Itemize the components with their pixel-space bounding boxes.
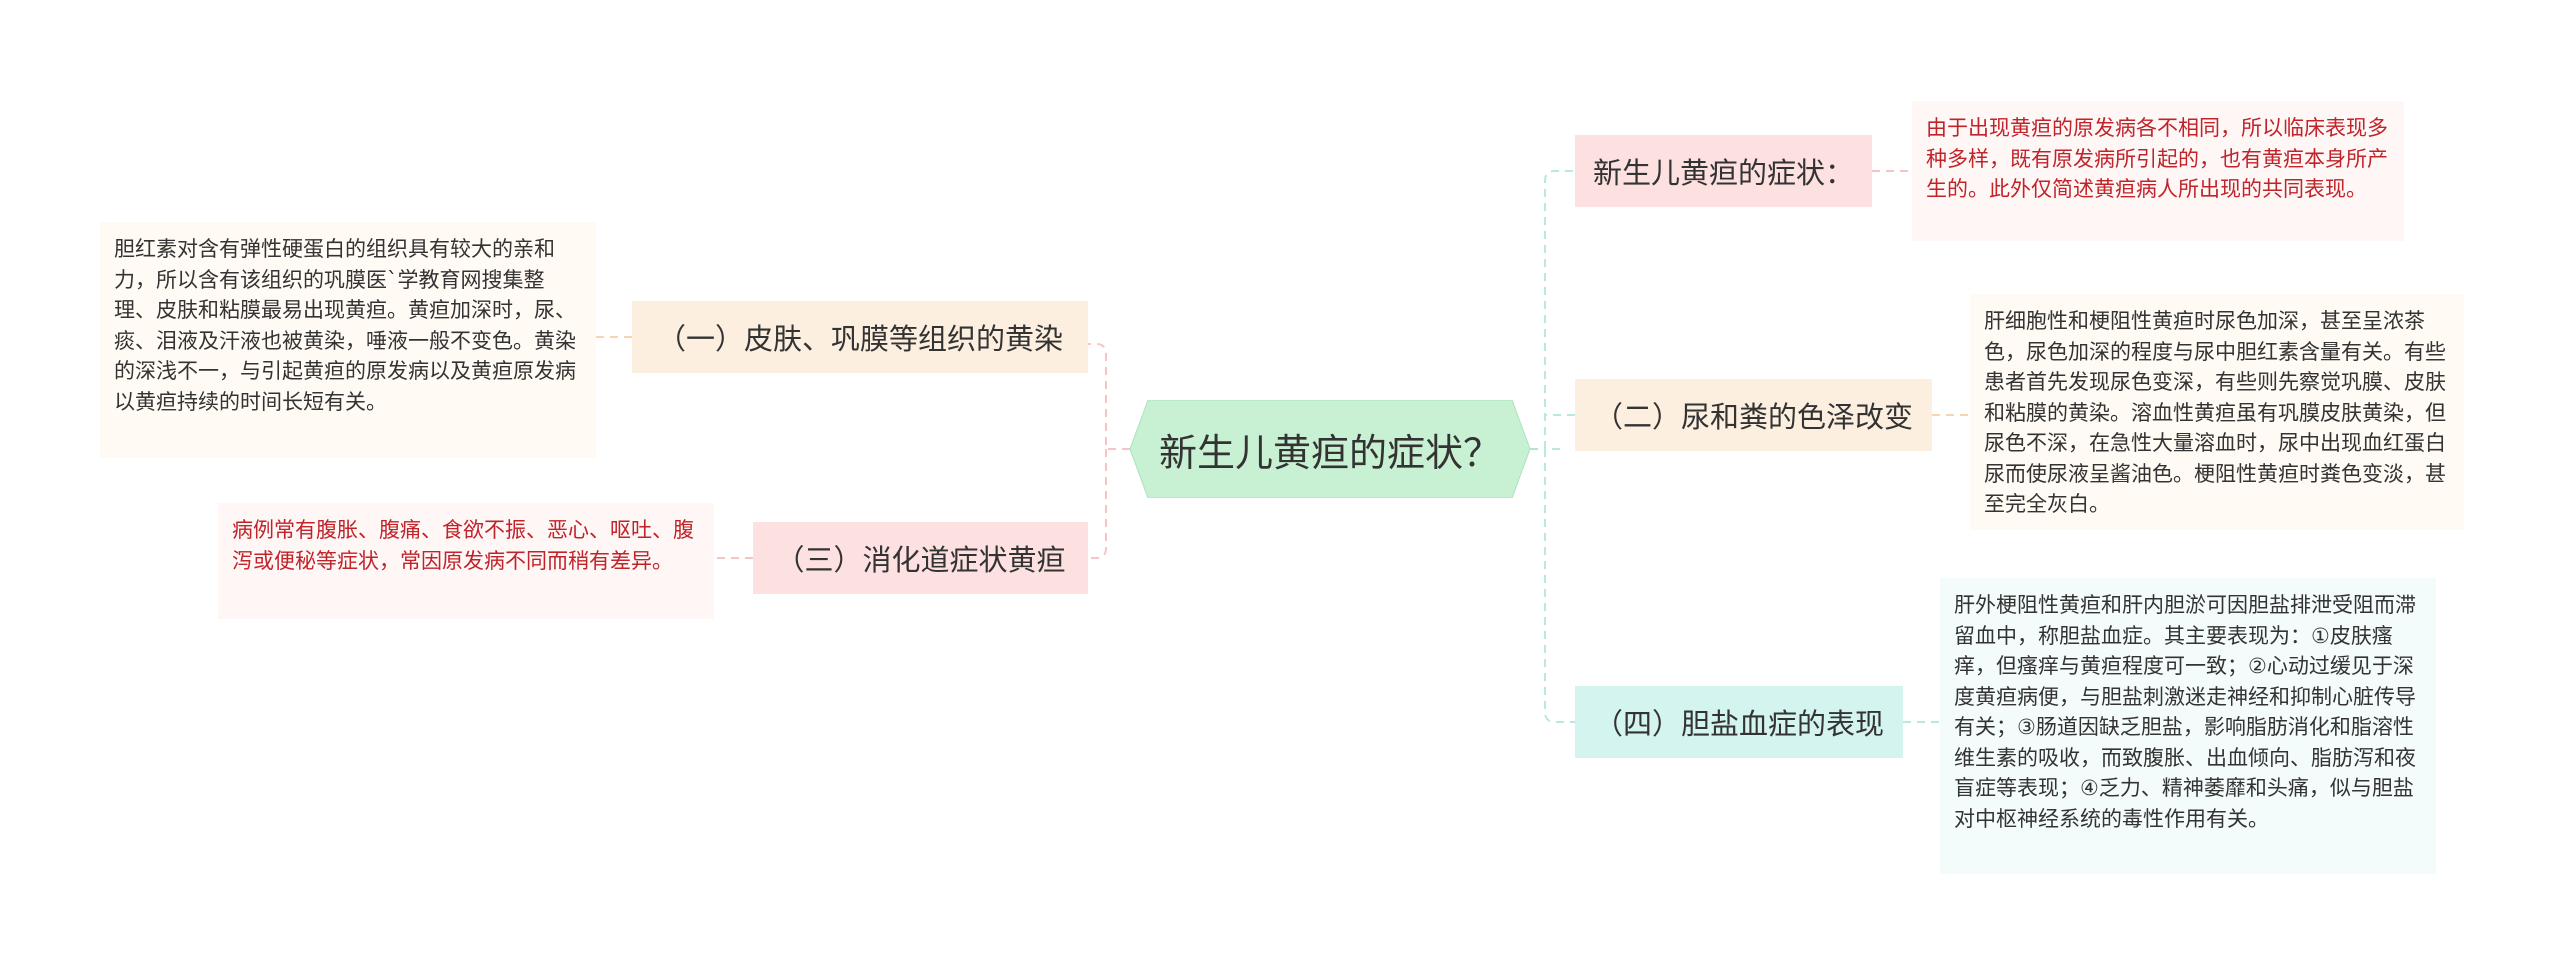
detail-symptoms-text: 由于出现黄疸的原发病各不相同，所以临床表现多种多样，既有原发病所引起的，也有黄疸… [1926, 116, 2388, 201]
root-node[interactable]: 新生儿黄疸的症状？ [1130, 400, 1530, 498]
detail-skin-sclera-text: 胆红素对含有弹性硬蛋白的组织具有较大的亲和力，所以含有该组织的巩膜医`学教育网搜… [114, 237, 576, 414]
detail-skin-sclera: 胆红素对含有弹性硬蛋白的组织具有较大的亲和力，所以含有该组织的巩膜医`学教育网搜… [100, 222, 596, 458]
detail-urine-stool: 肝细胞性和梗阻性黄疸时尿色加深，甚至呈浓茶色，尿色加深的程度与尿中胆红素含量有关… [1970, 294, 2464, 530]
detail-bile-salt: 肝外梗阻性黄疸和肝内胆淤可因胆盐排泄受阻而滞留血中，称胆盐血症。其主要表现为：①… [1940, 578, 2436, 874]
branch-urine-stool-label: （二）尿和粪的色泽改变 [1593, 400, 1913, 434]
branch-skin-sclera-label: （一）皮肤、巩膜等组织的黄染 [656, 322, 1063, 356]
branch-bile-salt[interactable]: （四）胆盐血症的表现 [1575, 686, 1903, 758]
branch-symptoms-label: 新生儿黄疸的症状： [1592, 156, 1854, 190]
detail-digestive-text: 病例常有腹胀、腹痛、食欲不振、恶心、呕吐、腹泻或便秘等症状，常因原发病不同而稍有… [232, 518, 694, 573]
branch-skin-sclera[interactable]: （一）皮肤、巩膜等组织的黄染 [632, 301, 1088, 373]
detail-digestive: 病例常有腹胀、腹痛、食欲不振、恶心、呕吐、腹泻或便秘等症状，常因原发病不同而稍有… [218, 503, 714, 619]
branch-digestive[interactable]: （三）消化道症状黄疸 [753, 522, 1088, 594]
detail-symptoms: 由于出现黄疸的原发病各不相同，所以临床表现多种多样，既有原发病所引起的，也有黄疸… [1912, 101, 2404, 241]
branch-bile-salt-label: （四）胆盐血症的表现 [1593, 707, 1884, 741]
root-hexagon-shape [1130, 400, 1530, 498]
connector-root-left [1088, 343, 1130, 559]
root-title: 新生儿黄疸的症状？ [1158, 430, 1501, 475]
detail-bile-salt-text: 肝外梗阻性黄疸和肝内胆淤可因胆盐排泄受阻而滞留血中，称胆盐血症。其主要表现为：①… [1954, 593, 2416, 831]
branch-urine-stool[interactable]: （二）尿和粪的色泽改变 [1575, 379, 1932, 451]
branch-symptoms[interactable]: 新生儿黄疸的症状： [1575, 135, 1872, 207]
branch-digestive-label: （三）消化道症状黄疸 [775, 543, 1066, 577]
connector-right-trunk [1544, 170, 1575, 723]
detail-urine-stool-text: 肝细胞性和梗阻性黄疸时尿色加深，甚至呈浓茶色，尿色加深的程度与尿中胆红素含量有关… [1984, 309, 2446, 516]
